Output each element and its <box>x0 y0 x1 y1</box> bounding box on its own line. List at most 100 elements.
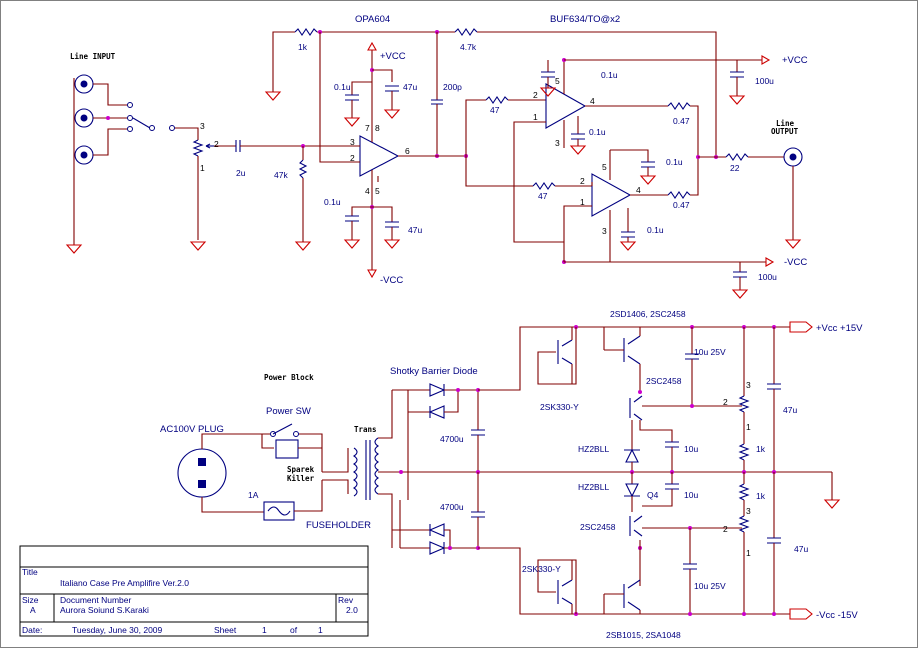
pin-3-buf-a: 3 <box>555 138 560 148</box>
input-jacks <box>73 74 127 245</box>
date-label: Date: <box>22 625 42 635</box>
pin-1-pot-up: 1 <box>746 422 751 432</box>
sheet-label: Sheet <box>214 625 237 635</box>
pin-6-opamp: 6 <box>405 146 410 156</box>
buf634-lower <box>513 149 775 267</box>
label-q-2sk330-b: 2SK330-Y <box>522 564 561 574</box>
label-line-output-1: Line <box>776 119 795 128</box>
label-q-top: 2SD1406, 2SC2458 <box>610 309 686 319</box>
pin-5-opamp: 5 <box>375 186 380 196</box>
pin-3-pot: 3 <box>200 121 205 131</box>
label-c-4700u-b: 4700u <box>440 502 464 512</box>
label-r-047-a: 0.47 <box>673 116 690 126</box>
docnum-label: Document Number <box>60 595 132 605</box>
label-q-bottom: 2SB1015, 2SA1048 <box>606 630 681 640</box>
label-fuseholder: FUSEHOLDER <box>306 520 371 531</box>
title-label: Title <box>22 567 38 577</box>
pin-2-pot-dn: 2 <box>723 524 728 534</box>
label-c-01u-c: 0.1u <box>601 70 618 80</box>
label-c-01u-d: 0.1u <box>589 127 606 137</box>
rev-value: 2.0 <box>346 605 358 615</box>
label-c-01u-f: 0.1u <box>647 225 664 235</box>
pin-1-buf-b: 1 <box>580 197 585 207</box>
label-power-block: Power Block <box>264 373 314 382</box>
label-c-47u-b: 47u <box>408 225 422 235</box>
label-c-2u: 2u <box>236 168 246 178</box>
rev-label: Rev <box>338 595 354 605</box>
pin-5-buf-b: 5 <box>602 162 607 172</box>
label-r-47-a: 47 <box>490 105 500 115</box>
label-r-1k: 1k <box>298 42 308 52</box>
label-vcc-neg-b: -VCC <box>784 257 807 268</box>
pin-2-pot-up: 2 <box>723 397 728 407</box>
label-opa604: OPA604 <box>355 14 390 25</box>
label-c-01u-a: 0.1u <box>334 82 351 92</box>
label-line-output-2: OUTPUT <box>771 127 799 136</box>
label-c-10u-a: 10u <box>684 444 698 454</box>
pin-1-pot-dn: 1 <box>746 548 751 558</box>
docnum-value: Aurora Soiund S.Karaki <box>60 605 149 615</box>
pin-3-pot-dn: 3 <box>746 506 751 516</box>
label-r-4k7: 4.7k <box>460 42 477 52</box>
label-c-47u-d: 47u <box>794 544 808 554</box>
regulator-upper <box>537 325 781 474</box>
label-vcc-neg-a: -VCC <box>380 275 403 286</box>
label-vcc-p15: +Vcc +15V <box>816 323 863 334</box>
fuse <box>263 480 323 521</box>
power-switch <box>261 423 323 472</box>
output-network <box>696 60 803 299</box>
label-r-22: 22 <box>730 163 740 173</box>
pin-5-buf-a: 5 <box>555 76 560 86</box>
label-r-047-b: 0.47 <box>673 200 690 210</box>
input-selector-switch <box>127 102 199 140</box>
label-c-47u-a: 47u <box>403 82 417 92</box>
label-c-47u-c: 47u <box>783 405 797 415</box>
label-trans: Trans <box>354 425 377 434</box>
transformer <box>322 390 832 548</box>
label-ac-plug: AC100V PLUG <box>160 424 224 435</box>
label-c-10u-b: 10u <box>684 490 698 500</box>
label-q-2sc2458-b: 2SC2458 <box>580 522 616 532</box>
label-vcc-pos-a: +VCC <box>380 51 406 62</box>
input-volume-pot <box>192 139 352 240</box>
pin-8-opamp: 8 <box>375 123 380 133</box>
pin-2-pot: 2 <box>214 139 219 149</box>
pin-1-pot: 1 <box>200 163 205 173</box>
label-c-100u-b: 100u <box>758 272 777 282</box>
label-c-10u25v-b: 10u 25V <box>694 581 726 591</box>
label-hz2bll-a: HZ2BLL <box>578 444 609 454</box>
label-c-10u25v-a: 10u 25V <box>694 347 726 357</box>
sheet-num: 1 <box>262 625 267 635</box>
pin-4-buf-b: 4 <box>636 185 641 195</box>
ac-plug <box>177 433 270 513</box>
pin-4-opamp: 4 <box>365 186 370 196</box>
label-q4: Q4 <box>647 490 659 500</box>
label-vcc-pos-b: +VCC <box>782 55 808 66</box>
label-r-1k-a: 1k <box>756 444 766 454</box>
pin-3-buf-b: 3 <box>602 226 607 236</box>
sheet-of: of <box>290 625 298 635</box>
opamp-feedback <box>272 28 717 242</box>
label-shotky: Shotky Barrier Diode <box>390 366 478 377</box>
label-fuse-1a: 1A <box>248 490 259 500</box>
label-r-1k-b: 1k <box>756 491 766 501</box>
label-hz2bll-b: HZ2BLL <box>578 482 609 492</box>
pin-7-opamp: 7 <box>365 123 370 133</box>
date-value: Tuesday, June 30, 2009 <box>72 625 163 635</box>
size-label: Size <box>22 595 39 605</box>
sheet-total: 1 <box>318 625 323 635</box>
pin-3-opamp: 3 <box>350 137 355 147</box>
opa604-opamp <box>343 41 468 279</box>
label-r-47k: 47k <box>274 170 288 180</box>
pin-4-buf-a: 4 <box>590 96 595 106</box>
pin-2-buf-a: 2 <box>533 90 538 100</box>
label-c-01u-e: 0.1u <box>666 157 683 167</box>
label-sparek-1: Sparek <box>287 465 315 474</box>
label-c-01u-b: 0.1u <box>324 197 341 207</box>
pin-2-opamp: 2 <box>350 153 355 163</box>
regulator-lower <box>537 472 781 616</box>
label-r-47-b: 47 <box>538 191 548 201</box>
label-q-2sk330-a: 2SK330-Y <box>540 402 579 412</box>
